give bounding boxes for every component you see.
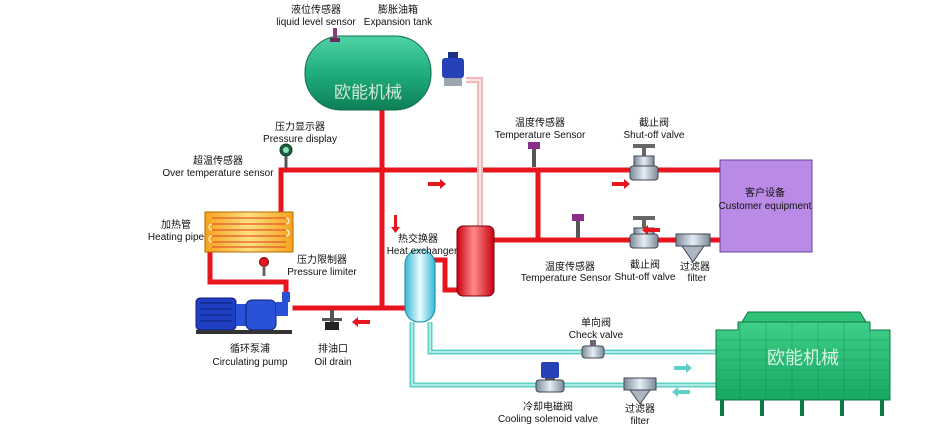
filter-bottom-label-en: filter [631,416,651,427]
tank-brand-text: 欧能机械 [334,83,402,103]
pump-label-en: Circulating pump [212,357,287,368]
over-temp-label-en: Over temperature sensor [162,168,274,179]
shutoff-valve-top-icon [629,144,659,181]
heat-exchanger [404,225,495,323]
filter-top-label-cn: 过滤器 [680,260,710,273]
level-sensor-label-cn: 液位传感器 [291,3,341,16]
expansion-pipe [466,77,483,232]
expansion-tank-label-cn: 膨胀油箱 [378,3,418,16]
heat-exchanger-label-cn: 热交换器 [398,232,438,245]
cooling-solenoid-valve-icon [535,362,565,393]
pressure-limiter-label-cn: 压力限制器 [297,253,347,266]
tower-brand-text: 欧能机械 [767,348,839,369]
heating-pipe-label-en: Heating pipe [148,232,205,243]
shutoff-bottom-label-cn: 截止阀 [630,258,660,271]
shutoff-valve-bottom-icon [629,216,659,249]
arrow-right-icon [674,363,692,373]
oil-drain-label-en: Oil drain [314,357,351,368]
arrow-right-icon [428,179,446,189]
temp-sensor-bottom-label-en: Temperature Sensor [521,273,612,284]
heating-pipe-label-cn: 加热管 [161,218,191,231]
labels: 液位传感器 liquid level sensor 膨胀油箱 Expansion… [148,3,812,427]
expansion-solenoid-valve-icon [442,52,464,86]
pump-label-cn: 循环泵浦 [230,342,270,355]
level-sensor-label-en: liquid level sensor [276,17,356,28]
temp-sensor-top-label-en: Temperature Sensor [495,130,586,141]
shutoff-top-label-cn: 截止阀 [639,116,669,129]
check-valve-label-cn: 单向阀 [581,316,611,329]
customer-equipment [719,159,813,253]
oil-drain-label-cn: 排油口 [318,342,348,355]
filter-top-icon [675,233,711,263]
oil-drain-valve-icon [322,310,342,330]
flow-arrows [352,179,692,397]
heating-pipe-heater [204,211,294,253]
circulating-pump [195,292,292,334]
pressure-display-label-cn: 压力显示器 [275,120,325,133]
temperature-sensor-bottom-icon [572,214,584,238]
arrow-left-icon [672,387,690,397]
heat-exchanger-label-en: Heat exchanger [387,246,458,257]
arrow-left-icon [642,225,660,235]
temp-sensor-bottom-label-cn: 温度传感器 [545,260,595,273]
expansion-tank-label-en: Expansion tank [364,17,433,28]
check-valve-icon [581,340,605,359]
solenoid-label-cn: 冷却电磁阀 [523,400,573,413]
arrow-down-icon [391,215,400,233]
customer-label-en: Customer equipment [719,201,812,212]
shutoff-bottom-label-en: Shut-off valve [615,272,676,283]
pressure-display-label-en: Pressure display [263,134,337,145]
customer-label-cn: 客户设备 [745,186,785,199]
filter-bottom-label-cn: 过滤器 [625,402,655,415]
arrow-left-icon [352,317,370,327]
cooling-tower: 欧能机械 [715,311,891,416]
filter-bottom-icon [623,377,657,405]
temperature-sensor-top-icon [528,142,540,167]
pressure-limiter-label-en: Pressure limiter [287,267,357,278]
pressure-display-icon [279,143,293,168]
pressure-limiter-icon [259,257,269,276]
solenoid-label-en: Cooling solenoid valve [498,414,599,425]
expansion-tank: 欧能机械 [304,35,432,111]
level-sensor-icon [330,28,340,42]
check-valve-label-en: Check valve [569,330,624,341]
temp-sensor-top-label-cn: 温度传感器 [515,116,565,129]
shutoff-top-label-en: Shut-off valve [624,130,685,141]
cooling-pipe-network [409,322,720,388]
filter-top-label-en: filter [688,273,708,284]
arrow-right-icon [612,179,630,189]
over-temp-label-cn: 超温传感器 [193,154,243,167]
